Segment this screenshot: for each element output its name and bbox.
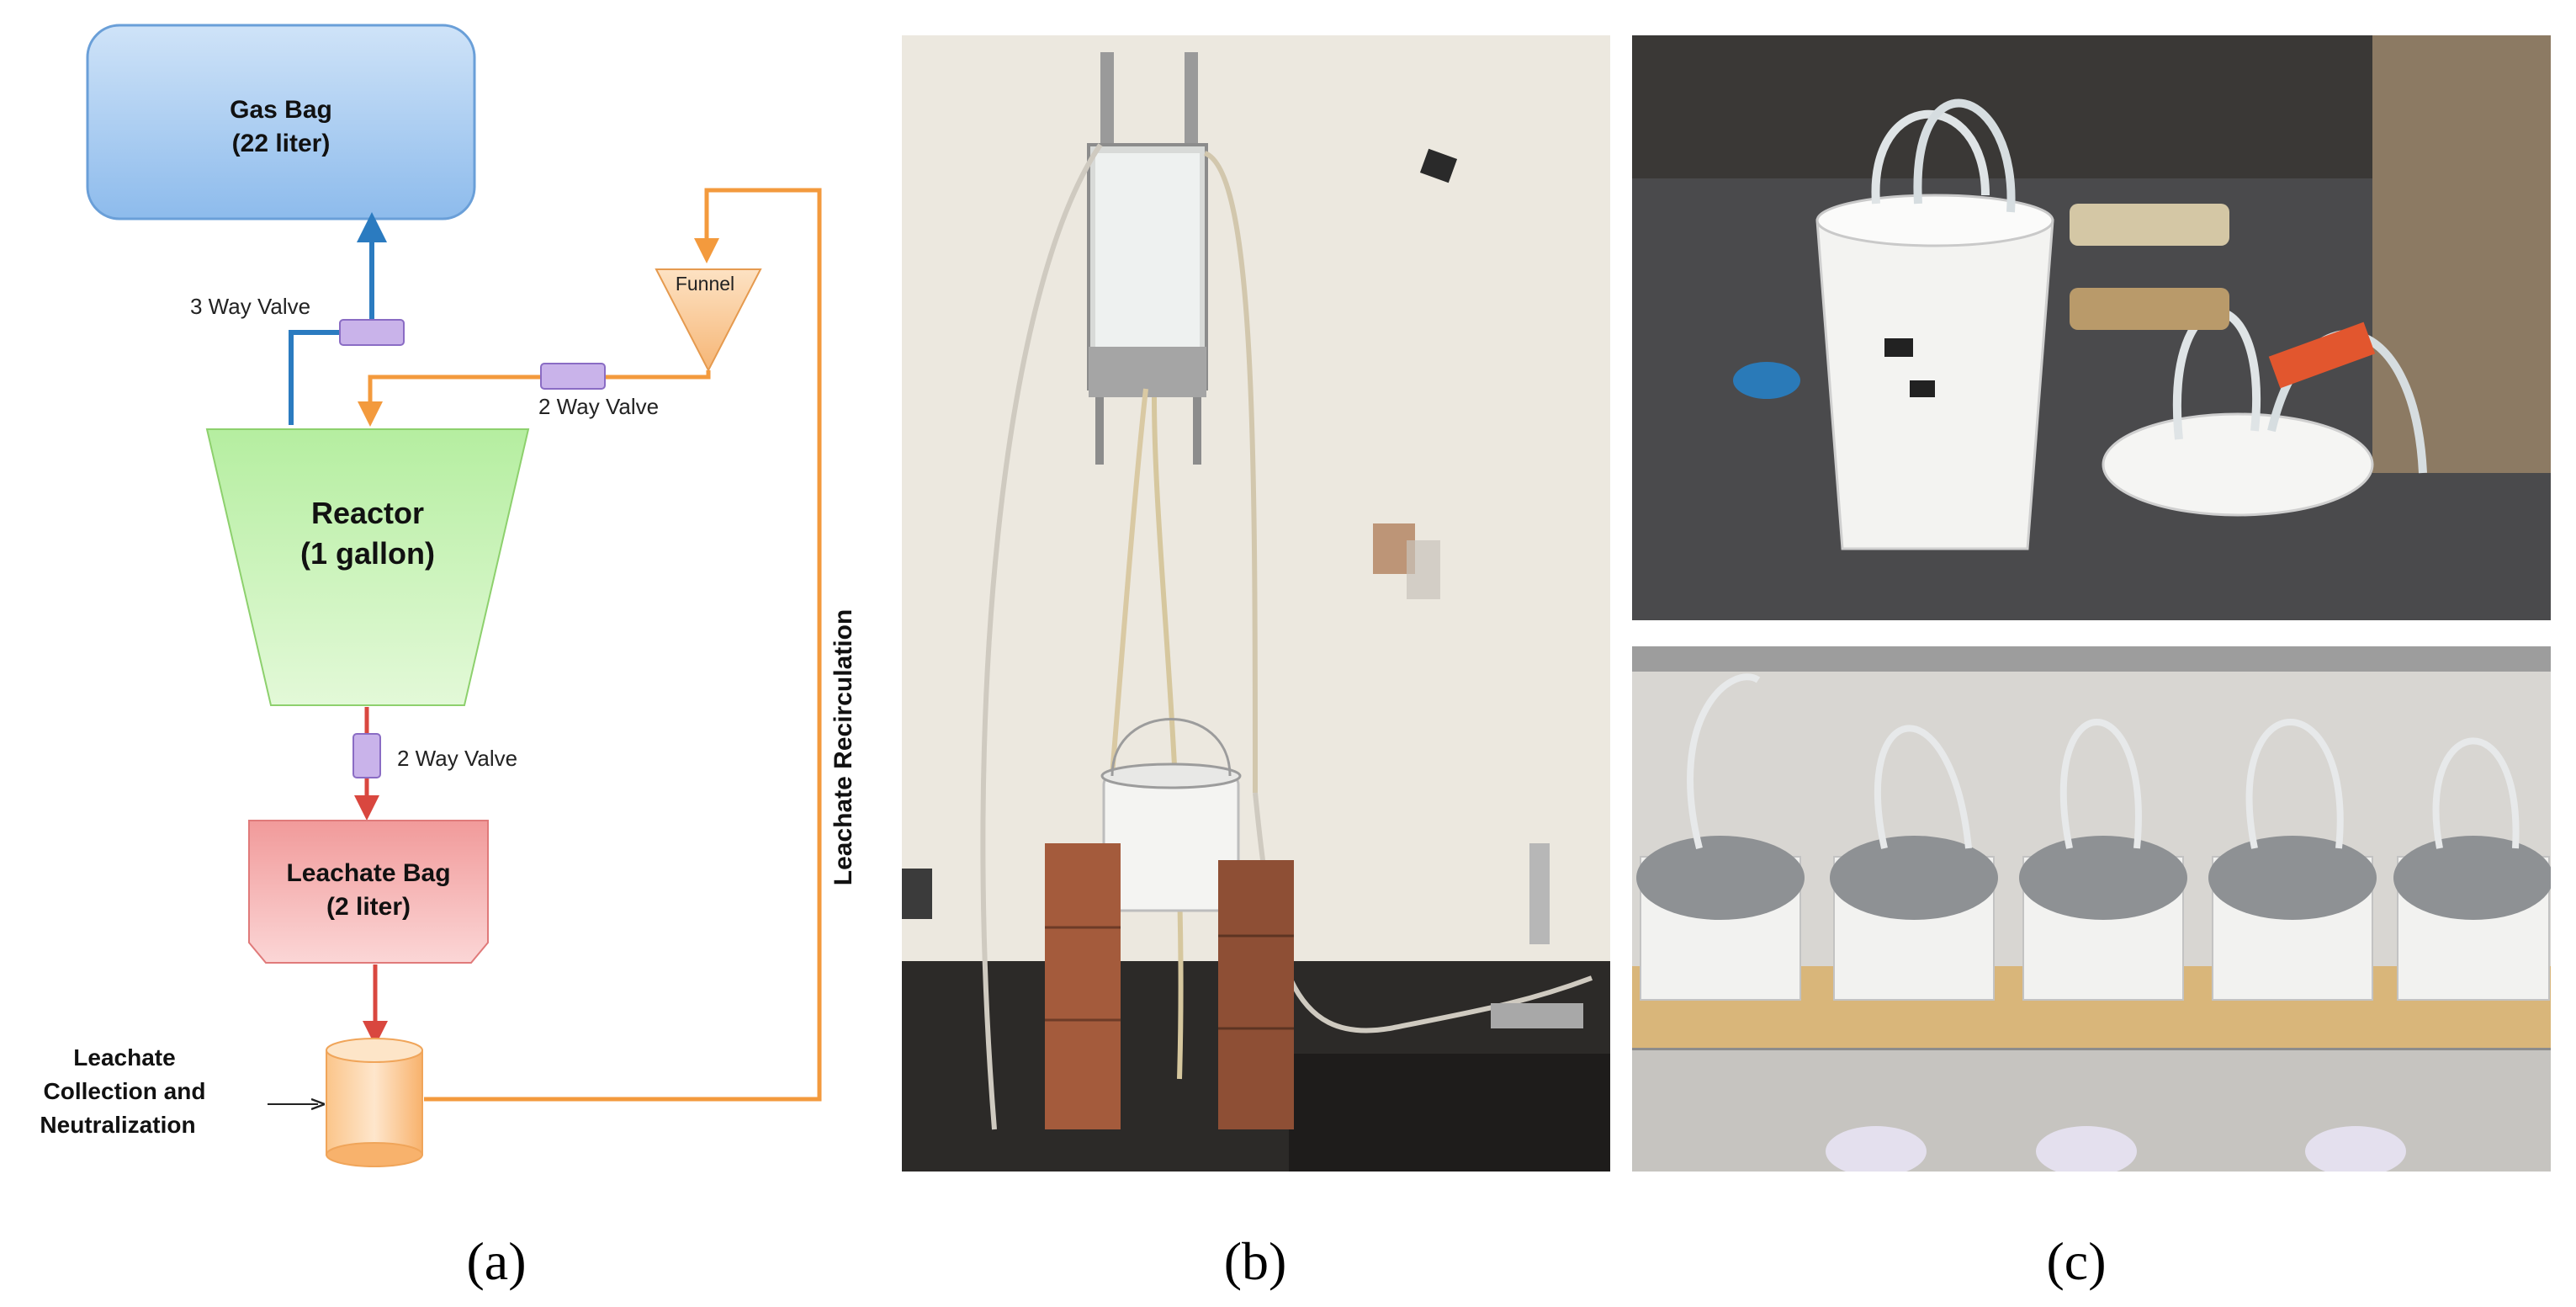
funnel-to-reactor-line [370,370,711,414]
reactor [205,428,530,706]
two-way-valve-bottom-label: 2 Way Valve [397,746,517,771]
caption-b: (b) [1223,1231,1287,1291]
reactor-capacity: (1 gallon) [300,536,435,571]
reactor-label: Reactor [311,496,424,530]
two-way-valve-bottom [352,733,381,778]
collection-label-2: Collection and [44,1078,206,1104]
caption-c: (c) [2046,1231,2107,1291]
recirculation-label: Leachate Recirculation [830,609,857,885]
reactor-parts-photo [1632,35,2551,620]
collection-label-1: Leachate [73,1044,175,1071]
two-way-valve-top [540,363,606,390]
funnel-label: Funnel [676,273,734,295]
three-way-valve [339,319,405,346]
caption-a: (a) [466,1231,527,1291]
funnel [655,268,762,373]
two-way-valve-top-label: 2 Way Valve [538,394,659,419]
leachate-bag [248,820,489,964]
gas-bag-capacity: (22 liter) [232,130,331,157]
gas-bag-label: Gas Bag [230,96,332,124]
reactor-setup-photo [902,35,1610,1172]
reactors-on-shelf-photo [1632,646,2551,1172]
leachate-bag-capacity: (2 liter) [326,893,411,921]
collection-label-3: Neutralization [40,1112,195,1138]
collection-vessel [326,1038,423,1167]
three-way-valve-label: 3 Way Valve [190,294,310,319]
schematic-panel-a: Gas Bag (22 liter) 3 Way Valve Funnel 2 … [40,24,857,1167]
gas-bag [86,24,476,220]
recirculation-line [424,188,822,1102]
leachate-bag-label: Leachate Bag [286,859,450,887]
